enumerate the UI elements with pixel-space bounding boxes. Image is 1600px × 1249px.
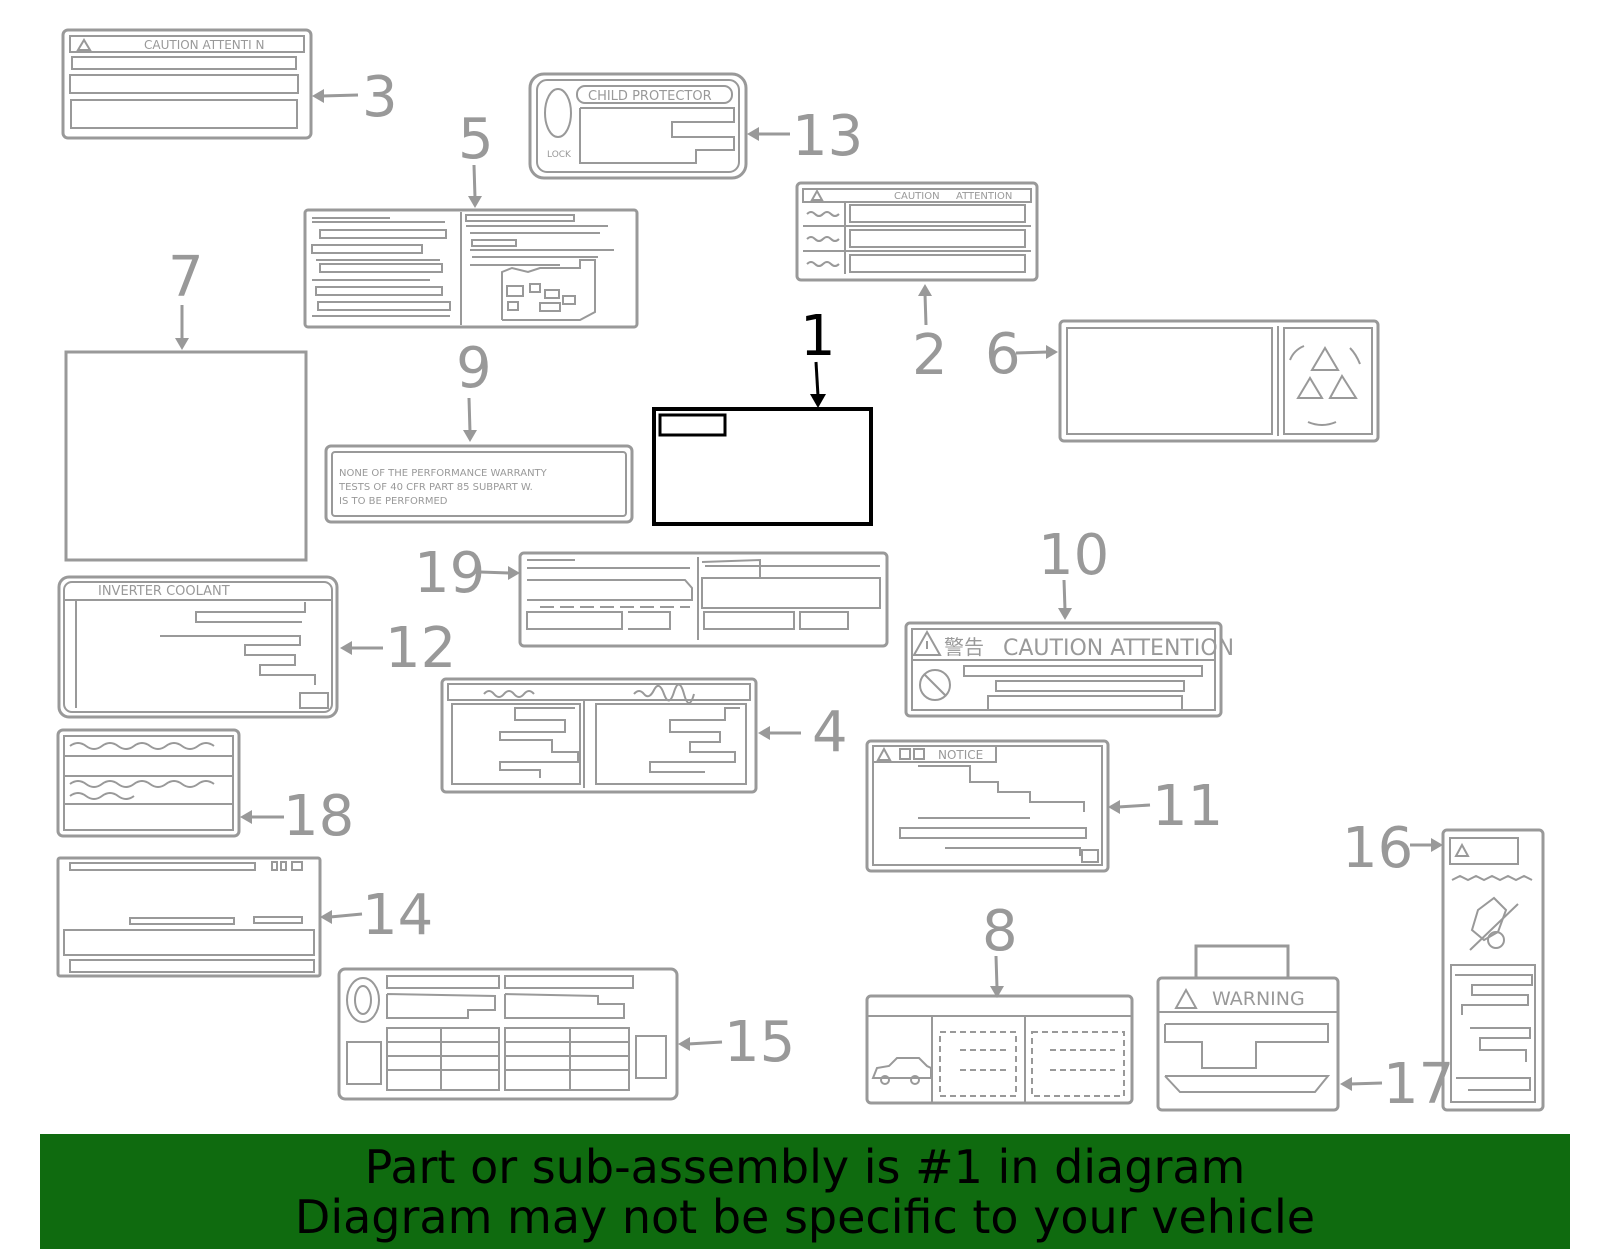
callout-part-17: 17 (1340, 1052, 1454, 1117)
label-part-12[interactable]: INVERTER COOLANT (57, 575, 339, 719)
caution-text-2: CAUTION (894, 191, 940, 202)
label-part-17[interactable]: WARNING (1156, 944, 1340, 1112)
part-number-6: 6 (985, 322, 1021, 387)
callout-part-1: 1 (800, 304, 836, 408)
callout-part-12: 12 (340, 616, 456, 681)
caution-attention-text-10: CAUTION ATTENTION (1003, 636, 1234, 661)
label-part-7[interactable] (64, 350, 308, 562)
part-number-14: 14 (362, 883, 433, 948)
callout-part-14: 14 (320, 883, 433, 948)
label-part-14[interactable] (56, 856, 322, 978)
attention-text-2: ATTENTION (956, 191, 1012, 202)
inverter-coolant-text: INVERTER COOLANT (98, 584, 230, 599)
label-part-1[interactable] (652, 407, 873, 526)
callout-part-2: 2 (912, 284, 948, 388)
lock-text: LOCK (547, 150, 572, 160)
part-number-15: 15 (724, 1010, 795, 1075)
label-part-15[interactable] (337, 967, 679, 1101)
label-part-10[interactable]: 警告 CAUTION ATTENTION (904, 621, 1234, 718)
warranty-line-3: IS TO BE PERFORMED (339, 496, 448, 507)
recycle-icon (1289, 345, 1361, 426)
label-part-18[interactable] (56, 728, 241, 838)
label-part-13[interactable]: LOCK CHILD PROTECTOR (528, 72, 748, 180)
label-part-3[interactable]: CAUTION ATTENTI N (61, 28, 313, 140)
callout-part-10: 10 (1038, 523, 1109, 620)
tire-icon (346, 977, 380, 1023)
child-protector-text: CHILD PROTECTOR (588, 89, 712, 104)
callout-part-8: 8 (982, 899, 1018, 998)
label-part-8[interactable] (865, 994, 1134, 1105)
label-part-16[interactable] (1441, 828, 1545, 1112)
callout-part-4: 4 (758, 700, 848, 765)
part-number-16: 16 (1342, 816, 1413, 881)
warranty-line-2: TESTS OF 40 CFR PART 85 SUBPART W. (338, 482, 533, 493)
label-part-11[interactable]: NOTICE (865, 739, 1110, 873)
callout-part-6: 6 (985, 322, 1058, 387)
caution-attention-text: CAUTION ATTENTI N (144, 38, 264, 52)
callout-part-5: 5 (458, 107, 494, 208)
label-part-6[interactable] (1058, 319, 1380, 443)
callout-part-16: 16 (1342, 816, 1443, 881)
part-number-5: 5 (458, 107, 494, 172)
callout-part-7: 7 (168, 245, 204, 350)
part-number-3: 3 (362, 65, 398, 130)
car-icon (871, 1057, 932, 1085)
part-number-1: 1 (800, 304, 836, 369)
label-part-2[interactable]: CAUTION ATTENTION (795, 181, 1039, 282)
notice-text: NOTICE (938, 748, 983, 762)
part-number-18: 18 (283, 784, 354, 849)
info-banner: Part or sub-assembly is #1 in diagram Di… (40, 1134, 1570, 1249)
part-number-7: 7 (168, 245, 204, 310)
callout-part-19: 19 (414, 541, 520, 606)
label-part-4[interactable] (440, 677, 758, 794)
callout-part-15: 15 (678, 1010, 795, 1075)
part-number-8: 8 (982, 899, 1018, 964)
callout-part-18: 18 (240, 784, 354, 849)
callout-part-3: 3 (312, 65, 398, 130)
no-child-seat-icon (1469, 896, 1519, 951)
label-part-9[interactable]: NONE OF THE PERFORMANCE WARRANTY TESTS O… (324, 444, 634, 524)
part-number-12: 12 (385, 616, 456, 681)
callout-part-11: 11 (1108, 774, 1223, 839)
part-number-13: 13 (792, 104, 863, 169)
part-number-11: 11 (1152, 774, 1223, 839)
part-number-9: 9 (456, 336, 492, 401)
part-number-4: 4 (812, 700, 848, 765)
callout-part-9: 9 (456, 336, 492, 442)
part-number-10: 10 (1038, 523, 1109, 588)
part-number-2: 2 (912, 323, 948, 388)
banner-line-2: Diagram may not be specific to your vehi… (294, 1190, 1316, 1244)
callout-part-13: 13 (747, 104, 863, 169)
part-number-19: 19 (414, 541, 485, 606)
warning-text: WARNING (1212, 988, 1305, 1010)
warranty-line-1: NONE OF THE PERFORMANCE WARRANTY (339, 468, 548, 479)
svg-text:警告: 警告 (944, 635, 984, 659)
label-part-5[interactable] (303, 208, 639, 329)
banner-line-1: Part or sub-assembly is #1 in diagram (364, 1140, 1246, 1194)
label-part-19[interactable] (518, 551, 889, 648)
prohibited-icon (919, 669, 951, 701)
